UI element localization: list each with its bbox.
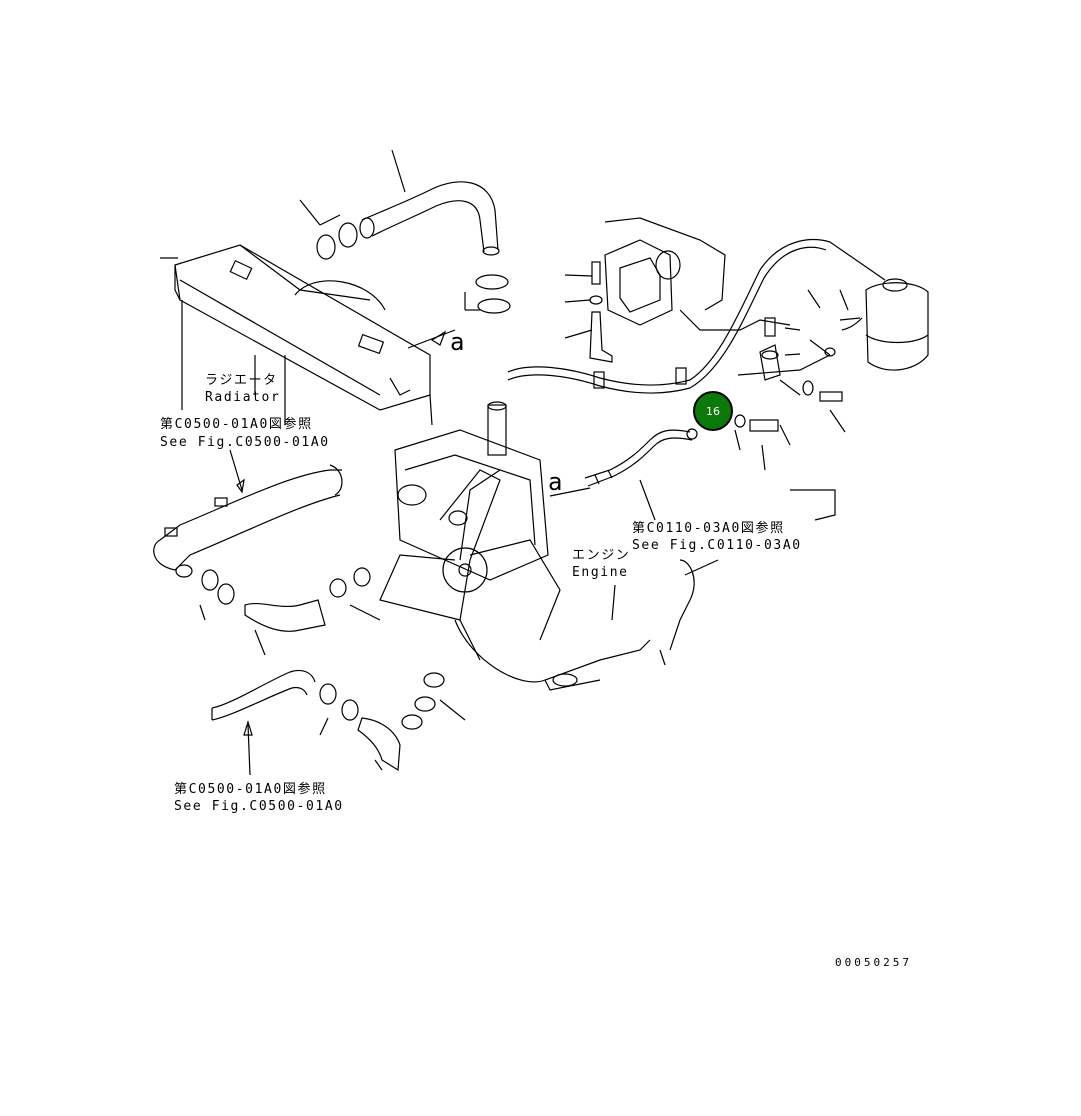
callout-16-number[interactable]: 16 [706, 405, 720, 418]
engine-label-en: Engine [572, 565, 629, 580]
lower-hose-set [153, 464, 381, 656]
callout-16[interactable]: 16 [693, 391, 733, 431]
hose-clamps-upper [299, 199, 511, 314]
marker-a-lower-text: a [548, 468, 562, 496]
overflow-hose [507, 239, 886, 394]
thermostat-housing [564, 217, 801, 381]
ref3-label-jp: 第C0500-01A0図参照 [174, 781, 327, 797]
radiator-body [160, 244, 456, 426]
ref1-label-en: See Fig.C0500-01A0 [160, 435, 330, 450]
reserve-tank [807, 278, 929, 371]
drawing-number: 00050257 [835, 956, 912, 969]
leader-lines [229, 355, 719, 621]
marker-a-upper-text: a [450, 328, 464, 356]
bottom-hose-set [211, 669, 466, 776]
radiator-label-en: Radiator [205, 390, 280, 405]
marker-a-upper: a [450, 328, 464, 356]
callout-16-circle[interactable] [693, 391, 733, 431]
engine-fan-assembly [379, 401, 836, 691]
ref1-label-jp: 第C0500-01A0図参照 [160, 416, 313, 432]
bolts-washers [734, 339, 846, 471]
radiator-label-jp: ラジエータ [205, 373, 278, 388]
upper-radiator-hose [359, 149, 500, 256]
heater-hose [584, 428, 698, 521]
ref2-label-en: See Fig.C0110-03A0 [632, 538, 802, 553]
engine-label-jp: エンジン [572, 548, 630, 563]
ref2-label-jp: 第C0110-03A0図参照 [632, 520, 785, 536]
ref3-label-en: See Fig.C0500-01A0 [174, 799, 344, 814]
marker-a-lower: a [548, 468, 591, 497]
